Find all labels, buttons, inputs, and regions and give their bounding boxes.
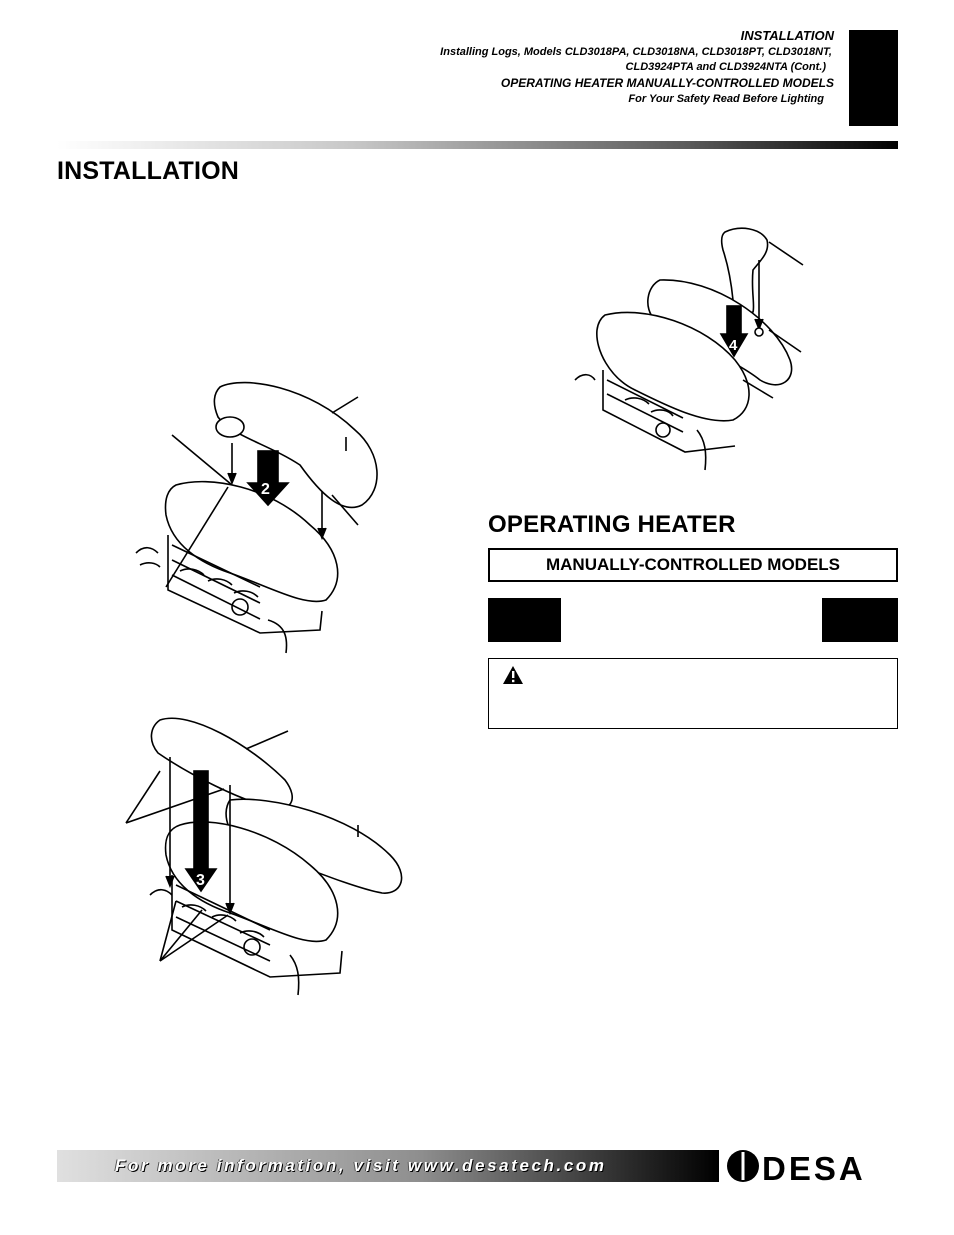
black-block-right: [822, 598, 898, 642]
desa-logo: DESA: [727, 1150, 863, 1187]
header-operating-line: OPERATING HEATER MANUALLY-CONTROLLED MOD…: [500, 76, 834, 90]
step-2-label: 2: [261, 481, 270, 498]
step-3-label: 3: [196, 872, 205, 889]
operating-heater-title: OPERATING HEATER: [488, 511, 736, 538]
figure-step-3: 3: [125, 717, 403, 996]
figure-step-2: 2: [135, 381, 378, 654]
manual-models-label: MANUALLY-CONTROLLED MODELS: [545, 555, 841, 574]
header-rule: [57, 141, 898, 149]
header-models-line: Installing Logs, Models CLD3018PA, CLD30…: [440, 46, 832, 58]
step-4-label: 4: [729, 337, 738, 354]
black-block-left: [488, 598, 561, 642]
header-section-title: INSTALLATION: [740, 28, 834, 43]
header-safety-line: For Your Safety Read Before Lighting: [628, 93, 824, 105]
installation-title: INSTALLATION: [57, 157, 240, 185]
footer-info-text: For more information, visit www.desatech…: [115, 1156, 607, 1175]
manual-models-box: MANUALLY-CONTROLLED MODELS: [488, 548, 898, 582]
footer-bar: For more information, visit www.desatech…: [57, 1150, 719, 1182]
page-tab-marker: [849, 30, 898, 126]
figure-step-4: 4: [574, 227, 804, 471]
desa-logo-text: DESA: [762, 1150, 866, 1187]
warning-triangle-icon: [503, 666, 523, 684]
warning-box: [488, 658, 898, 729]
header-models-cont: CLD3924PTA and CLD3924NTA (Cont.): [625, 61, 826, 73]
